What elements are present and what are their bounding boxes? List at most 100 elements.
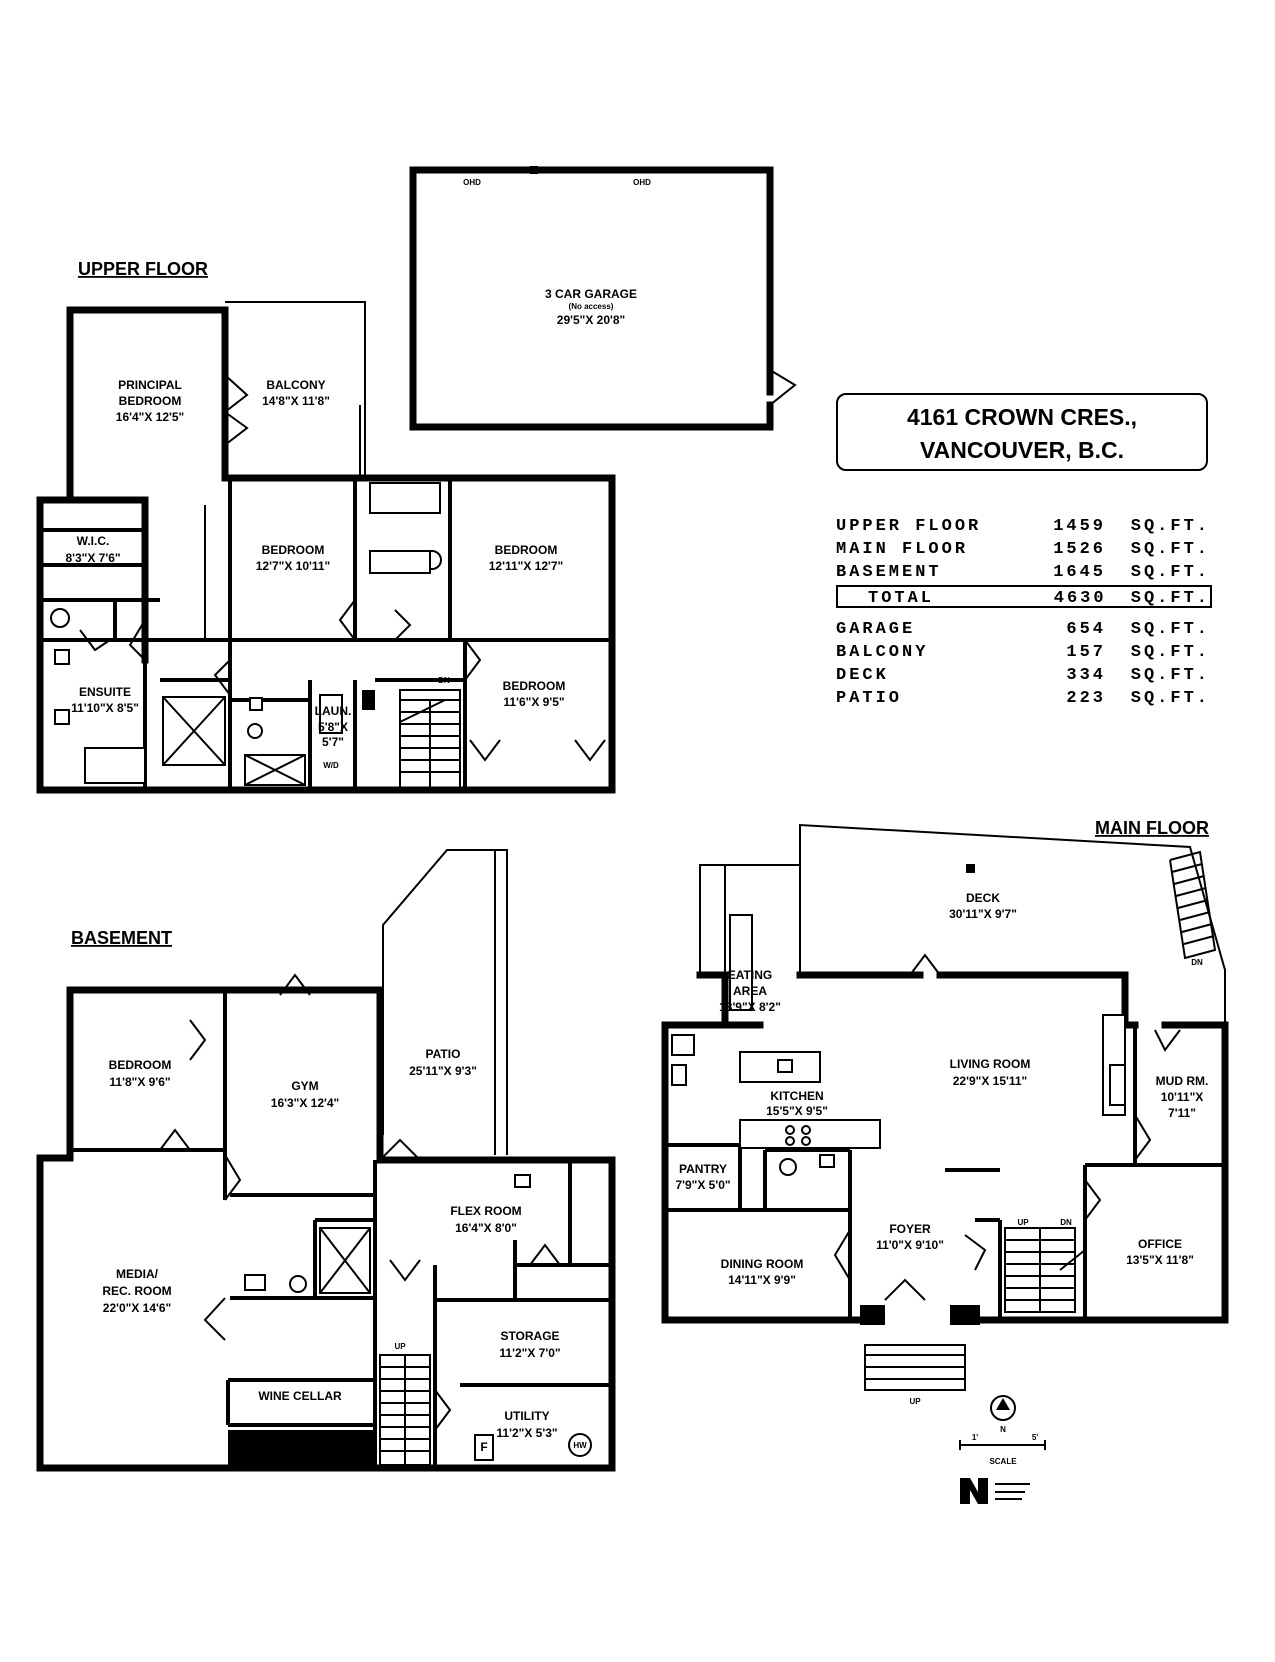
area-name: DECK [836, 666, 889, 685]
main-deck-dims: 30'11"X 9'7" [949, 907, 1017, 921]
bsmt-gym-dims: 16'3"X 12'4" [271, 1096, 339, 1110]
upper-bedroom-b-dims: 12'11"X 12'7" [489, 559, 563, 573]
area-row-basement: BASEMENT 1645 SQ.FT. [836, 561, 1210, 584]
address-line1: 4161 CROWN CRES., [906, 404, 1138, 430]
bsmt-flex-dims: 16'4"X 8'0" [455, 1221, 517, 1235]
main-living-name: LIVING ROOM [950, 1057, 1031, 1071]
area-value: 334 [1066, 666, 1106, 685]
bsmt-patio-dims: 25'11"X 9'3" [409, 1064, 477, 1078]
area-unit: SQ.FT. [1130, 540, 1210, 559]
main-eating-dims: 13'9"X 8'2" [719, 1000, 781, 1014]
upper-ensuite-dims: 11'10"X 8'5" [71, 701, 139, 715]
upper-balcony-dims: 14'8"X 11'8" [262, 394, 330, 408]
upper-principal-name1: PRINCIPAL [118, 378, 182, 392]
upper-laun-name: LAUN. [315, 704, 352, 718]
bsmt-media-dims: 22'0"X 14'6" [103, 1301, 171, 1315]
bsmt-media-name1: MEDIA/ [116, 1267, 159, 1281]
upper-bedroom-b-name: BEDROOM [495, 543, 558, 557]
main-dining-name: DINING ROOM [721, 1257, 804, 1271]
address-line2: VANCOUVER, B.C. [919, 437, 1125, 463]
bsmt-storage-dims: 11'2"X 7'0" [499, 1346, 560, 1360]
north-label: N [1000, 1425, 1006, 1434]
area-value: 223 [1066, 689, 1106, 708]
main-office-dims: 13'5"X 11'8" [1126, 1253, 1194, 1267]
upper-bedroom-a-dims: 12'7"X 10'11" [256, 559, 330, 573]
garage-ohd-2: OHD [633, 178, 651, 187]
garage-note: (No access) [569, 302, 614, 311]
main-stair-up: UP [1017, 1218, 1029, 1227]
area-row-balcony: BALCONY 157 SQ.FT. [836, 641, 1210, 664]
area-name: UPPER FLOOR [836, 517, 982, 536]
area-unit: SQ.FT. [1130, 643, 1210, 662]
upper-laun-dims2: 5'7" [322, 735, 344, 749]
upper-laun-dims1: 5'8"X [318, 720, 348, 734]
main-kitchen-dims: 15'5"X 9'5" [766, 1104, 828, 1118]
area-value: 654 [1066, 620, 1106, 639]
bsmt-bedroom-name: BEDROOM [109, 1058, 172, 1072]
upper-bedroom-a-name: BEDROOM [262, 543, 325, 557]
main-mud-dims2: 7'11" [1168, 1106, 1196, 1120]
upper-floor-plan: PRINCIPAL BEDROOM 16'4"X 12'5" BALCONY 1… [36, 301, 616, 794]
main-mud-name: MUD RM. [1156, 1074, 1209, 1088]
area-name: MAIN FLOOR [836, 540, 969, 559]
area-summary-table: UPPER FLOOR 1459 SQ.FT. MAIN FLOOR 1526 … [836, 515, 1212, 710]
area-unit: SQ.FT. [1130, 689, 1210, 708]
area-name: PATIO [836, 689, 903, 708]
total-value: 4630 [1053, 589, 1107, 608]
area-name: BASEMENT [836, 563, 942, 582]
main-deck-name: DECK [966, 891, 1000, 905]
total-unit: SQ.FT. [1130, 589, 1210, 608]
garage: OHD OHD 3 CAR GARAGE (No access) 29'5"X … [409, 166, 797, 431]
address-box: 4161 CROWN CRES., VANCOUVER, B.C. [836, 393, 1208, 471]
area-row-deck: DECK 334 SQ.FT. [836, 664, 1210, 687]
area-unit: SQ.FT. [1130, 563, 1210, 582]
bsmt-storage-name: STORAGE [500, 1329, 559, 1343]
total-name: TOTAL [868, 589, 935, 608]
upper-wic-dims: 8'3"X 7'6" [65, 551, 120, 565]
main-dining-dims: 14'11"X 9'9" [728, 1273, 796, 1287]
main-entry-up: UP [909, 1397, 921, 1406]
bsmt-patio-name: PATIO [426, 1047, 461, 1061]
main-office-name: OFFICE [1138, 1237, 1182, 1251]
upper-laun-wd: W/D [323, 761, 339, 770]
area-name: GARAGE [836, 620, 916, 639]
garage-name: 3 CAR GARAGE [545, 287, 637, 301]
main-pantry-dims: 7'9"X 5'0" [675, 1178, 730, 1192]
area-unit: SQ.FT. [1130, 666, 1210, 685]
bsmt-gym-name: GYM [291, 1079, 318, 1093]
area-row-patio: PATIO 223 SQ.FT. [836, 687, 1210, 710]
north-arrow-icon [990, 1395, 1016, 1421]
basement-plan: BEDROOM 11'8"X 9'6" GYM 16'3"X 12'4" PAT… [36, 849, 616, 1472]
bsmt-utility-dims: 11'2"X 5'3" [496, 1426, 557, 1440]
scale-tick-5: 5' [1032, 1433, 1038, 1442]
garage-ohd-1: OHD [463, 178, 481, 187]
main-kitchen-name: KITCHEN [770, 1089, 823, 1103]
bsmt-bedroom-dims: 11'8"X 9'6" [109, 1075, 170, 1089]
upper-principal-name2: BEDROOM [119, 394, 182, 408]
area-row-total: TOTAL 4630 SQ.FT. [836, 585, 1212, 608]
bsmt-wine-name: WINE CELLAR [258, 1389, 342, 1403]
bsmt-utility-name: UTILITY [504, 1409, 549, 1423]
upper-bedroom-c-name: BEDROOM [503, 679, 566, 693]
scale-label: SCALE [989, 1457, 1017, 1466]
main-floor-label: MAIN FLOOR [1095, 818, 1209, 838]
main-eating-name1: EATING [728, 968, 772, 982]
area-value: 1645 [1053, 563, 1106, 582]
area-unit: SQ.FT. [1130, 620, 1210, 639]
bsmt-flex-name: FLEX ROOM [450, 1204, 521, 1218]
area-name: BALCONY [836, 643, 929, 662]
area-row-upper: UPPER FLOOR 1459 SQ.FT. [836, 515, 1210, 538]
main-stair-dn: DN [1060, 1218, 1072, 1227]
upper-stair-dn: DN [438, 676, 450, 685]
area-value: 157 [1066, 643, 1106, 662]
legend: N 1' 5' SCALE [959, 1395, 1046, 1504]
main-pantry-name: PANTRY [679, 1162, 727, 1176]
area-row-main: MAIN FLOOR 1526 SQ.FT. [836, 538, 1210, 561]
main-eating-name2: AREA [733, 984, 767, 998]
main-floor-plan: DECK 30'11"X 9'7" EATING AREA 13'9"X 8'2… [661, 823, 1229, 1406]
area-unit: SQ.FT. [1130, 517, 1210, 536]
main-living-dims: 22'9"X 15'11" [953, 1074, 1027, 1088]
area-row-garage: GARAGE 654 SQ.FT. [836, 618, 1210, 641]
area-value: 1526 [1053, 540, 1106, 559]
upper-bedroom-c-dims: 11'6"X 9'5" [503, 695, 564, 709]
